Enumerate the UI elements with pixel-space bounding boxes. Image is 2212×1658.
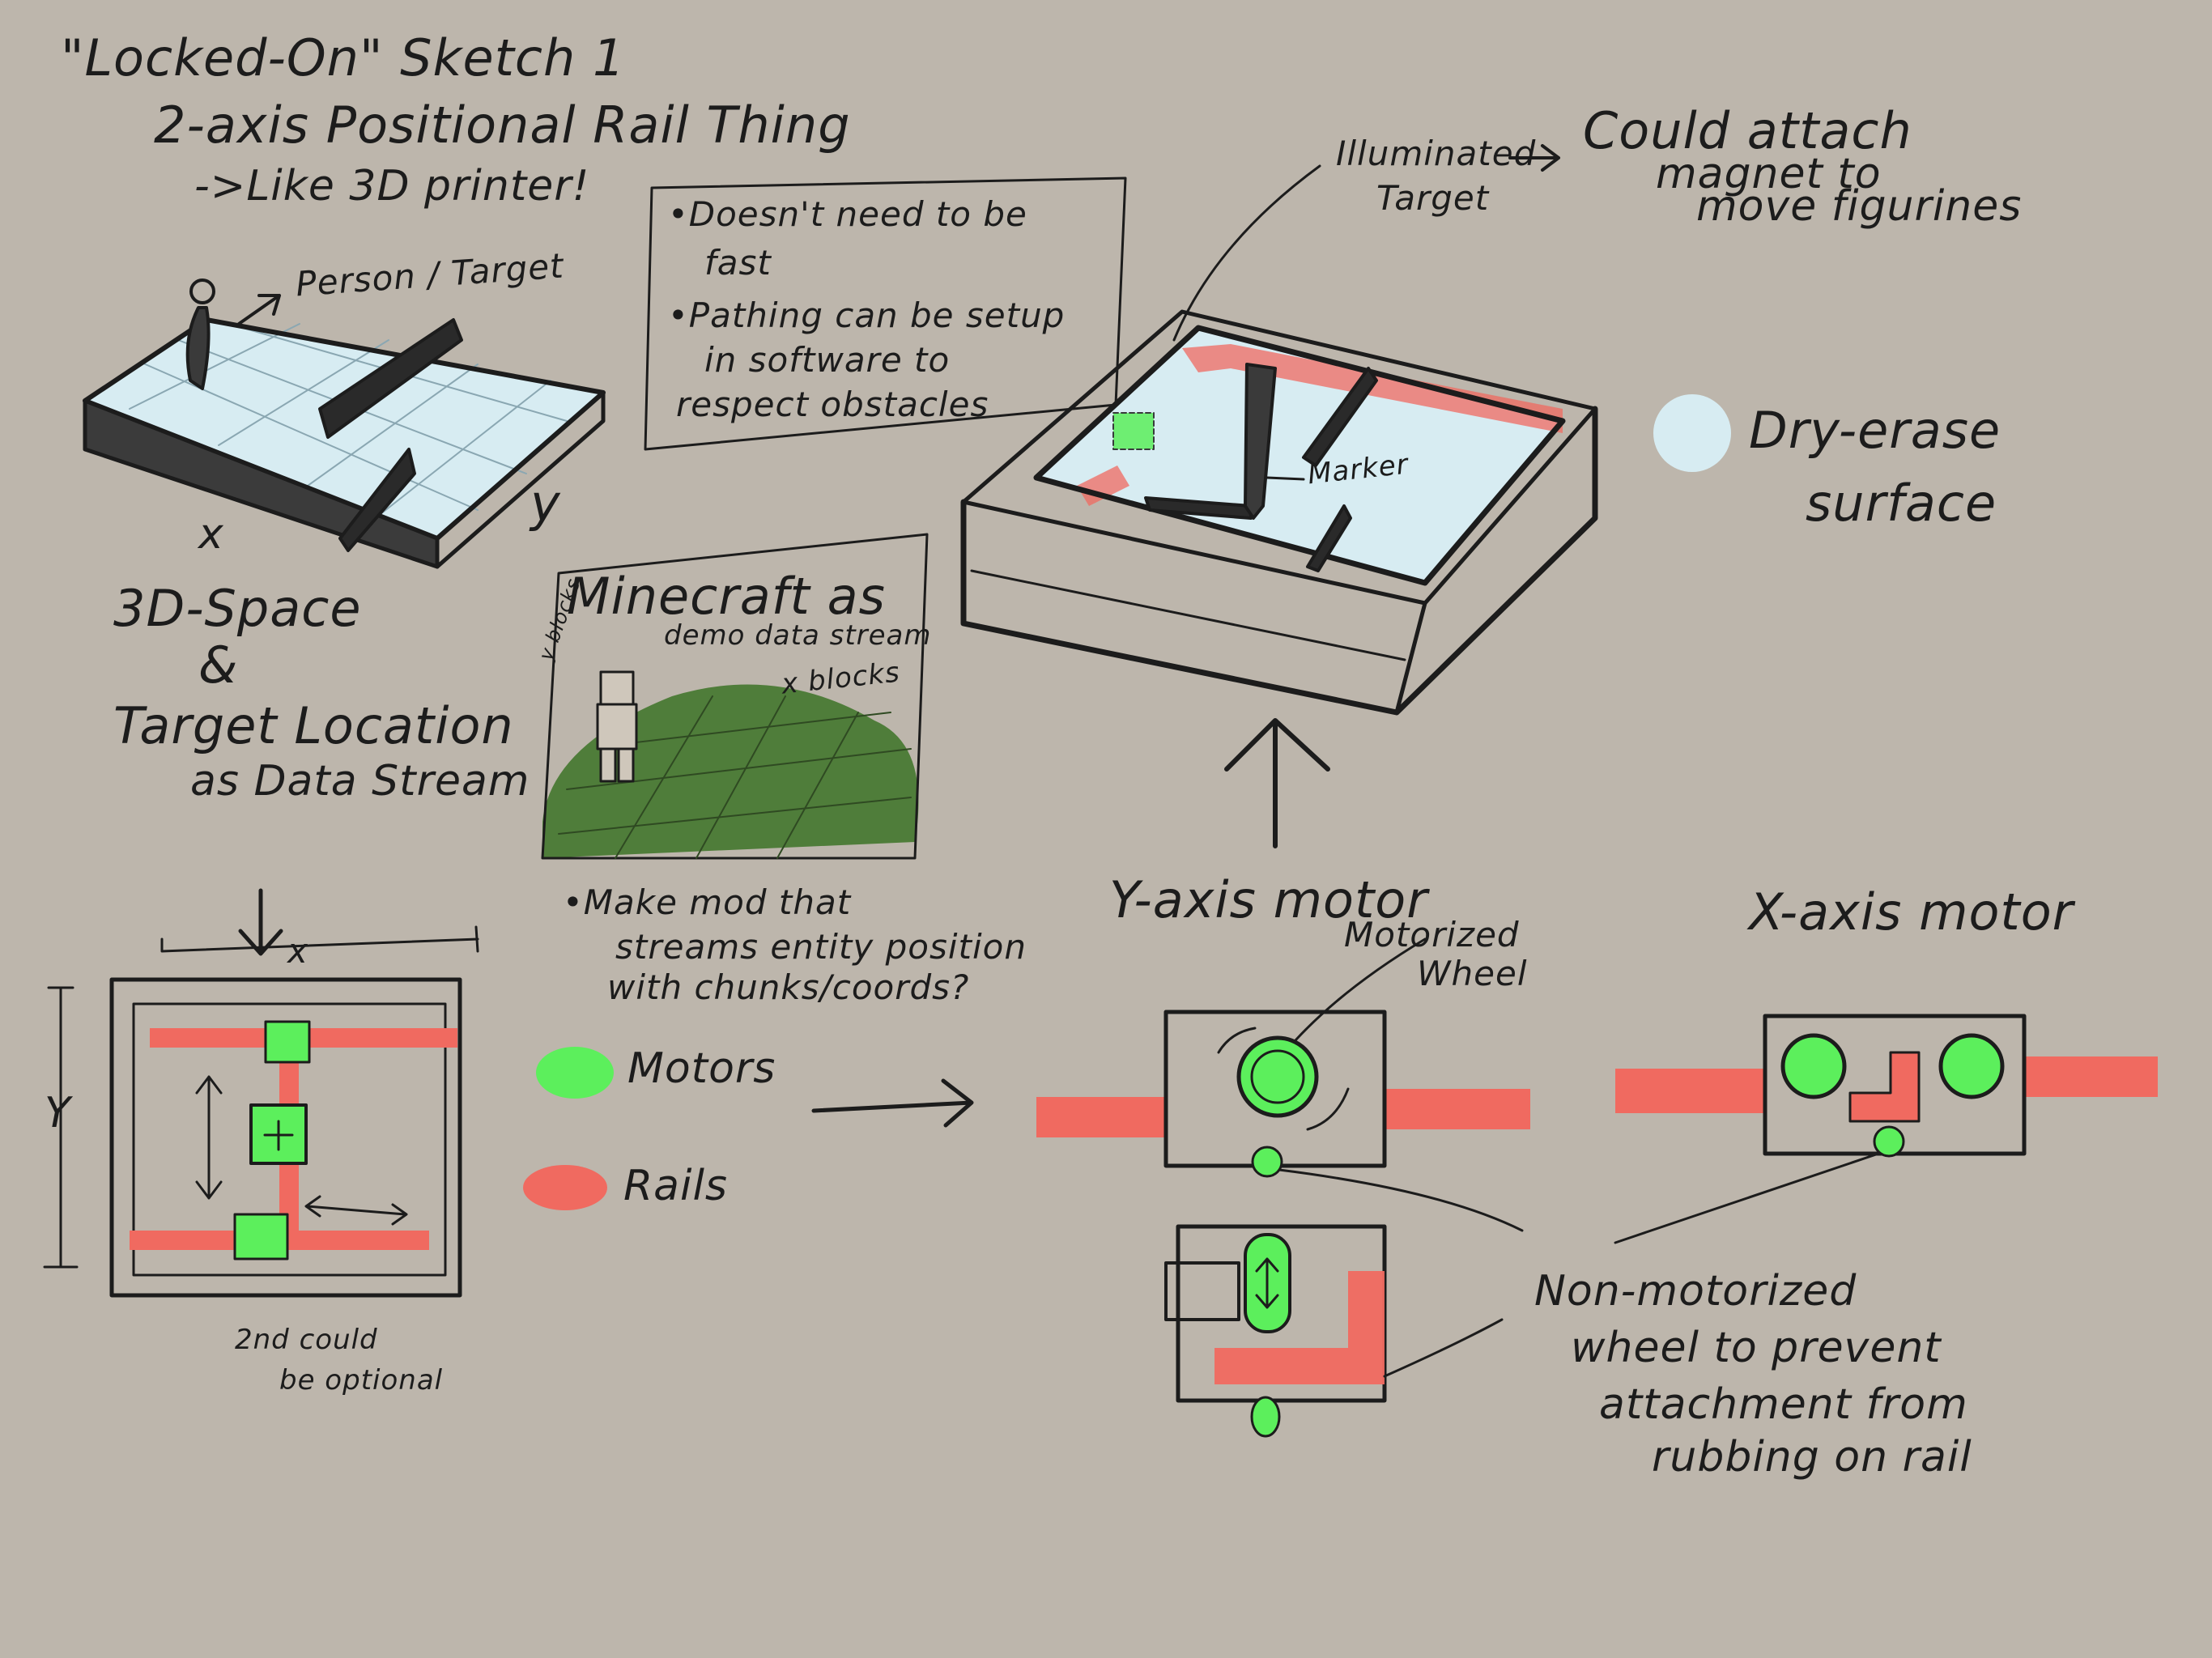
motors-swatch bbox=[536, 1047, 614, 1099]
y-rail-left bbox=[1036, 1097, 1166, 1137]
minecraft-subtitle: demo data stream bbox=[664, 619, 932, 652]
dry-erase-swatch bbox=[1653, 394, 1731, 472]
illuminated-leader-line bbox=[1172, 164, 1321, 342]
non-motorized-line-2: wheel to prevent bbox=[1571, 1324, 1942, 1372]
attach-arrow bbox=[1508, 144, 1560, 172]
mod-line-1: •Make mod that bbox=[563, 882, 852, 922]
y-motorized-wheel bbox=[1236, 1035, 1319, 1118]
dry-erase-label-line-2: surface bbox=[1806, 474, 1997, 533]
illuminated-label-line-2: Target bbox=[1376, 178, 1490, 218]
x-wheel-left bbox=[1780, 1033, 1847, 1099]
marker-pen bbox=[1244, 363, 1277, 520]
motorized-wheel-line-2: Wheel bbox=[1417, 954, 1528, 993]
y-side-rail bbox=[1214, 1271, 1385, 1384]
data-stream-line-1: 3D-Space bbox=[113, 579, 362, 638]
small-table-grid bbox=[129, 323, 568, 515]
right-arrow bbox=[811, 1078, 974, 1128]
y-motor-sketch bbox=[1036, 937, 1530, 1438]
x-wheel-right bbox=[1938, 1033, 2005, 1099]
note-pathing-line-1: •Pathing can be setup bbox=[668, 295, 1066, 335]
title-line-2: 2-axis Positional Rail Thing bbox=[154, 96, 851, 155]
note-pathing-line-2: in software to bbox=[704, 340, 951, 380]
frame-note-line-1: 2nd could bbox=[235, 1324, 378, 1356]
data-stream-line-4: as Data Stream bbox=[190, 757, 530, 806]
dry-erase-label-line-1: Dry-erase bbox=[1749, 401, 2001, 460]
small-table-sketch bbox=[83, 278, 606, 569]
board-arms bbox=[1144, 367, 1378, 572]
person-arrow bbox=[237, 294, 281, 325]
x-motor-sketch bbox=[1614, 1014, 2158, 1244]
x-rail-left bbox=[1615, 1069, 1765, 1113]
small-table-surface bbox=[85, 320, 603, 538]
legend-rails-label: Rails bbox=[623, 1162, 728, 1210]
motor-bottom bbox=[233, 1213, 289, 1261]
rails-swatch bbox=[523, 1165, 607, 1210]
y-motor-title: Y-axis motor bbox=[1109, 870, 1428, 929]
top-sketch-x-label: x bbox=[198, 510, 224, 559]
y-side-small-wheel bbox=[1250, 1396, 1281, 1438]
mod-line-2: streams entity position bbox=[615, 927, 1027, 967]
down-arrow bbox=[238, 888, 283, 956]
data-stream-line-3: Target Location bbox=[113, 696, 514, 755]
person-figure bbox=[185, 278, 215, 390]
non-motorized-line-1: Non-motorized bbox=[1534, 1267, 1857, 1316]
x-attachment bbox=[1848, 1051, 1921, 1123]
title-line-3: ->Like 3D printer! bbox=[194, 162, 590, 210]
legend-motors-label: Motors bbox=[627, 1044, 776, 1093]
illuminated-label-line-1: Illuminated bbox=[1336, 134, 1537, 173]
board-rail-side bbox=[1077, 466, 1129, 506]
rail-frame-sketch bbox=[43, 888, 479, 1298]
minecraft-title: Minecraft as bbox=[567, 567, 886, 626]
motor-carriage bbox=[249, 1103, 308, 1165]
motor-top bbox=[264, 1020, 311, 1064]
frame-note-line-2: be optional bbox=[279, 1364, 444, 1397]
minecraft-character bbox=[596, 670, 638, 783]
non-motorized-line-3: attachment from bbox=[1599, 1380, 1968, 1429]
attach-label-line-2: magnet to bbox=[1656, 150, 1882, 198]
attach-label-line-1: Could attach bbox=[1583, 101, 1912, 160]
up-arrow bbox=[1224, 718, 1330, 848]
x-rail-right bbox=[2024, 1056, 2158, 1097]
mod-line-3: with chunks/coords? bbox=[607, 967, 970, 1007]
y-small-wheel bbox=[1251, 1146, 1283, 1178]
title-line-1: "Locked-On" Sketch 1 bbox=[61, 28, 626, 87]
minecraft-panel bbox=[541, 533, 929, 860]
y-rail-right bbox=[1385, 1089, 1530, 1129]
top-sketch-y-label: y bbox=[530, 474, 561, 533]
motorized-wheel-line-1: Motorized bbox=[1344, 915, 1520, 954]
note-speed-line-2: fast bbox=[704, 243, 772, 283]
note-pathing-line-3: respect obstacles bbox=[676, 385, 989, 424]
board-sketch bbox=[960, 144, 1598, 848]
frame-y-label: Y bbox=[45, 1089, 71, 1137]
frame-x-label: x bbox=[287, 931, 308, 971]
illuminated-target-marker bbox=[1112, 412, 1155, 450]
attach-label-line-3: move figurines bbox=[1696, 182, 2023, 231]
non-motorized-line-4: rubbing on rail bbox=[1652, 1433, 1972, 1482]
x-motor-title: X-axis motor bbox=[1749, 882, 2074, 942]
small-table-rails bbox=[318, 318, 463, 552]
x-small-wheel bbox=[1873, 1125, 1905, 1158]
data-stream-line-2: & bbox=[198, 636, 239, 695]
note-speed-line-1: •Doesn't need to be bbox=[668, 194, 1027, 234]
